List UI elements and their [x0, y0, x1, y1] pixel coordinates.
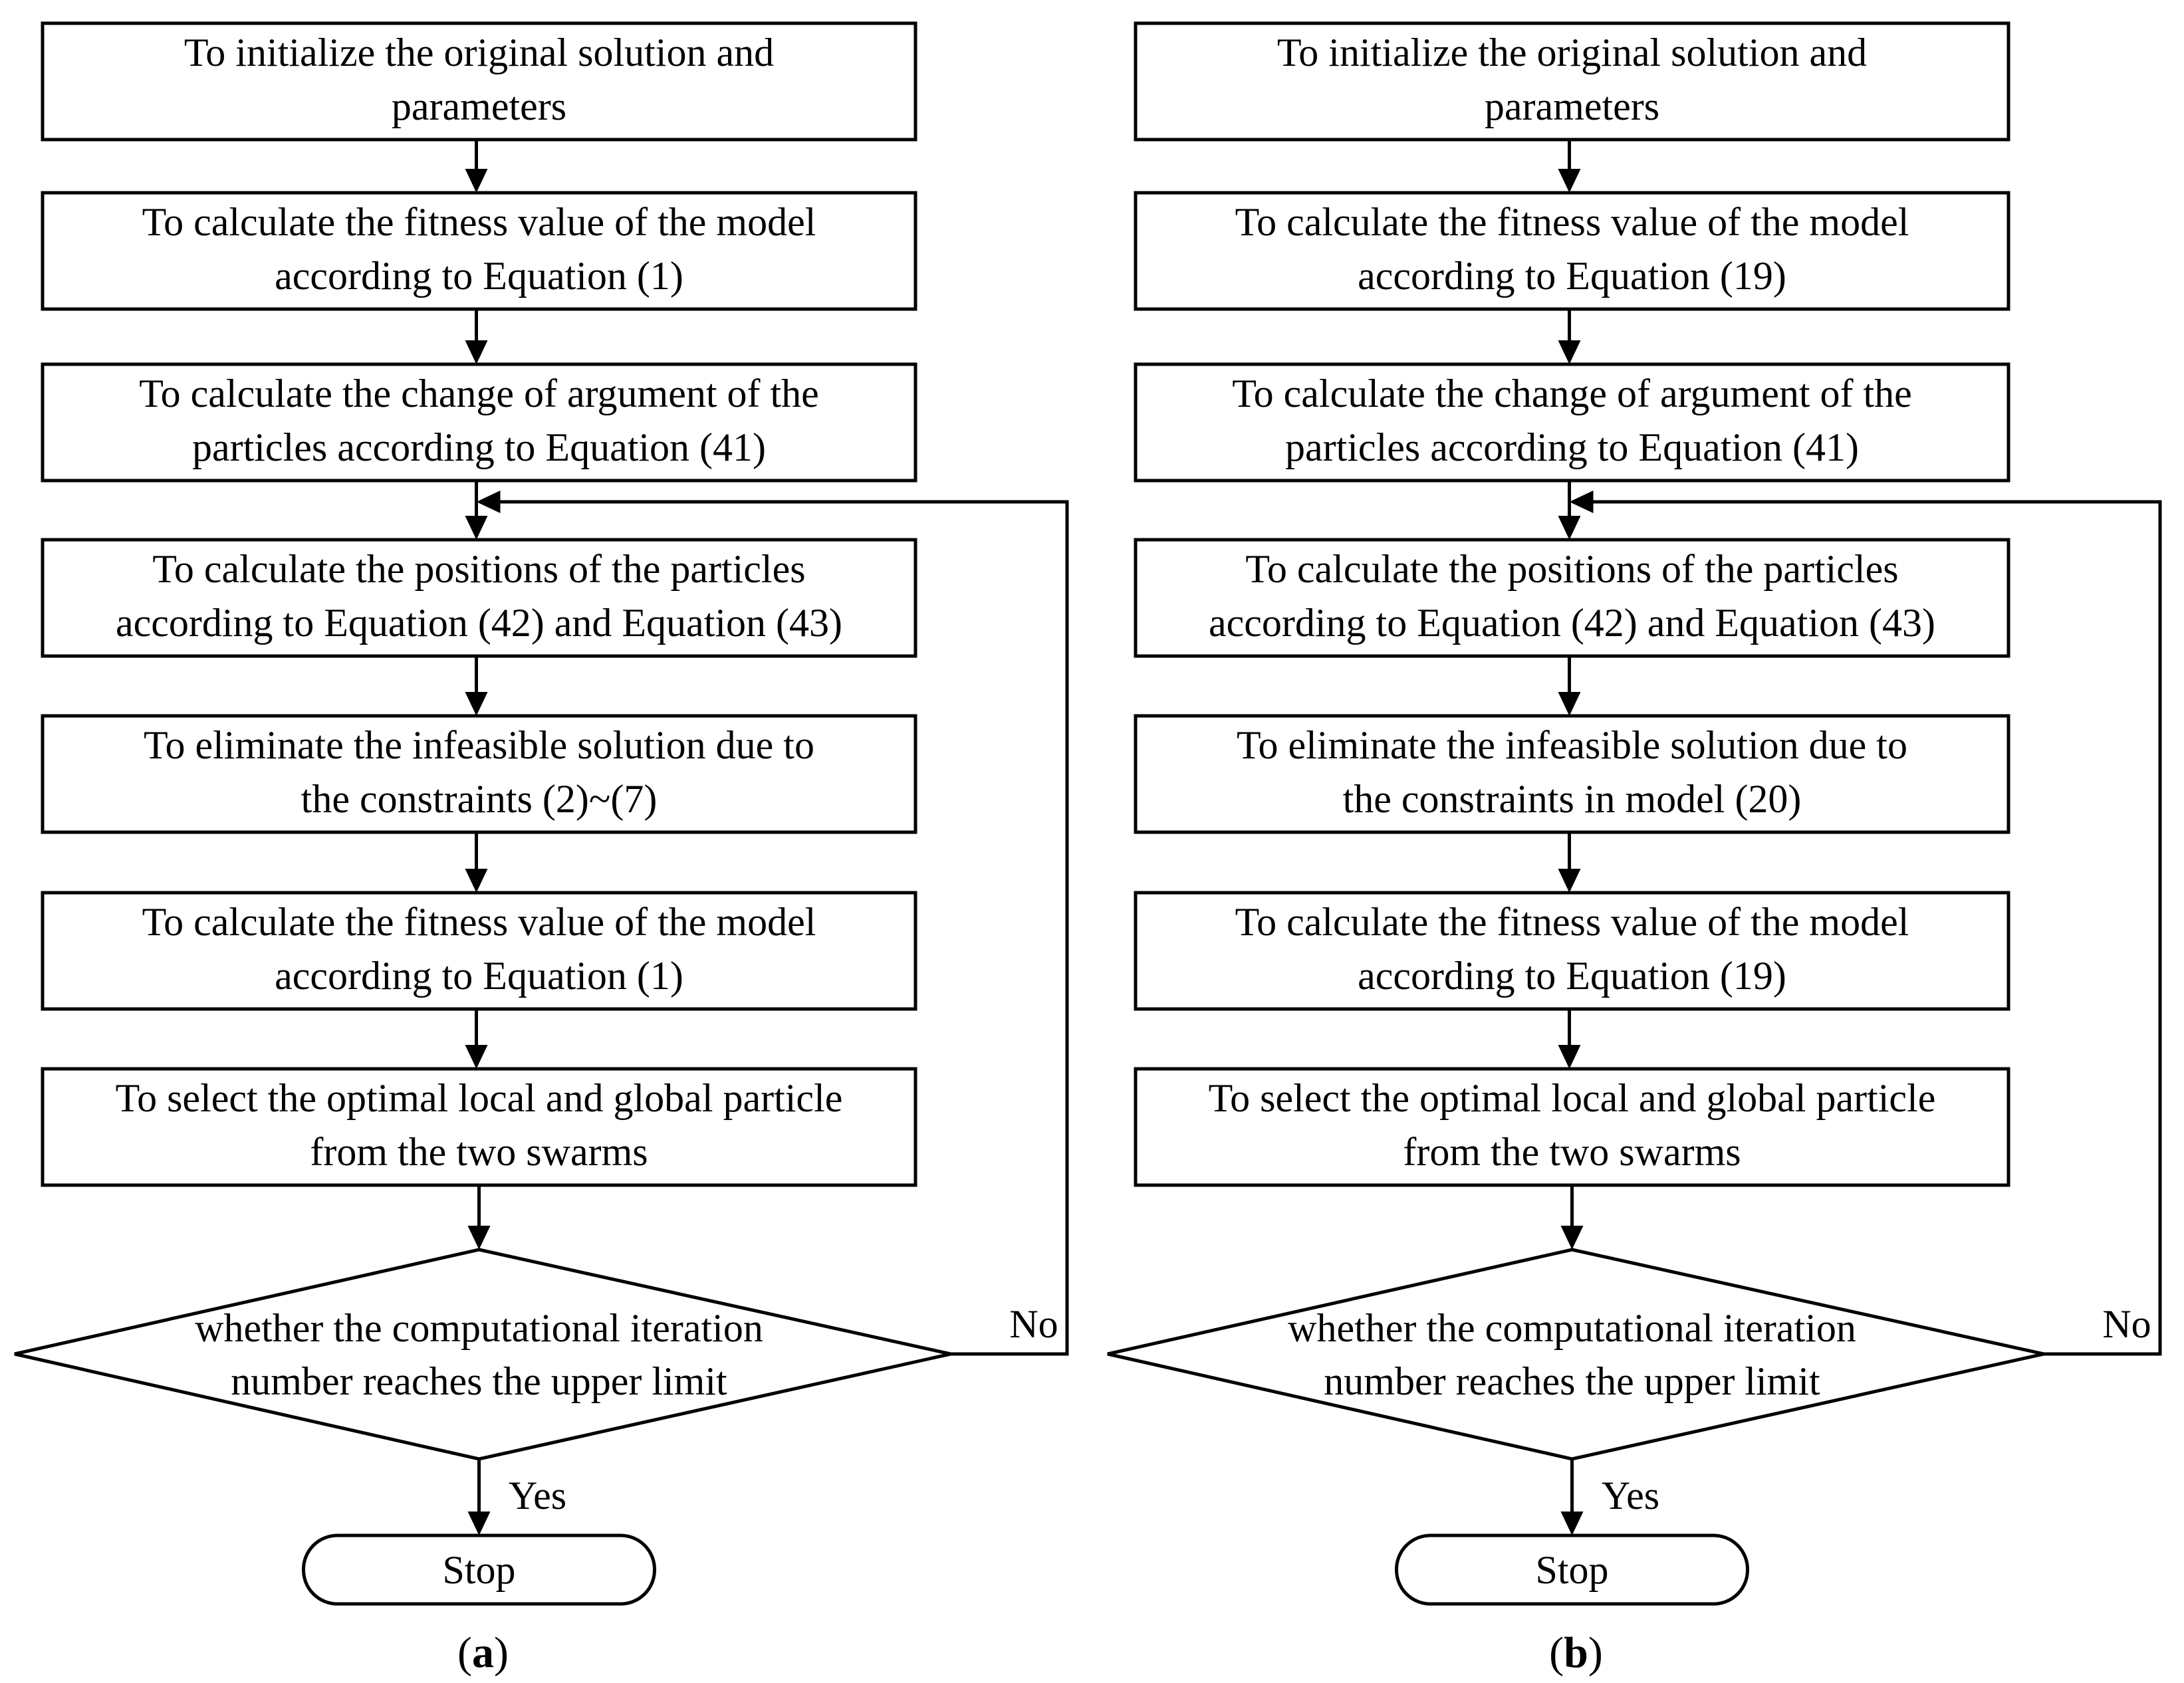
- stop-terminal-a: [302, 1533, 656, 1606]
- process-box-a-3: [41, 362, 917, 483]
- process-text-a-7-line-2: from the two swarms: [310, 1130, 648, 1174]
- decision-text-b-line-1: whether the computational iteration: [1288, 1306, 1856, 1350]
- decision-text-a-line-2: number reaches the upper limit: [231, 1359, 727, 1403]
- process-text-b-7-line-1: To select the optimal local and global p…: [1209, 1076, 1936, 1120]
- process-box-b-7: [1134, 1067, 2010, 1187]
- process-text-a-3-line-1: To calculate the change of argument of t…: [139, 372, 819, 415]
- process-box-a-1: [41, 21, 917, 142]
- process-text-b-3-line-1: To calculate the change of argument of t…: [1232, 372, 1912, 415]
- process-text-b-7-line-2: from the two swarms: [1403, 1130, 1741, 1174]
- process-box-a-6: [41, 891, 917, 1011]
- process-text-a-5-line-2: the constraints (2)~(7): [301, 777, 658, 821]
- process-text-b-5-line-1: To eliminate the infeasible solution due…: [1237, 723, 1907, 767]
- flow-arrow-b-2-head: [1558, 340, 1581, 364]
- process-box-b-2: [1134, 191, 2010, 311]
- no-label-b: No: [2102, 1302, 2151, 1346]
- flow-arrow-a-4-head: [465, 692, 488, 716]
- loop-line-a: [515, 500, 1069, 1356]
- stop-terminal-b: [1395, 1533, 1749, 1606]
- process-text-a-1-line-2: parameters: [392, 84, 566, 128]
- process-text-a-6-line-2: according to Equation (1): [275, 954, 683, 998]
- process-text-a-4-line-2: according to Equation (42) and Equation …: [116, 601, 842, 645]
- process-text-a-4-line-1: To calculate the positions of the partic…: [152, 547, 805, 591]
- process-box-b-3: [1134, 362, 2010, 483]
- flow-arrow-b-4-head: [1558, 692, 1581, 716]
- caption-letter-a: a: [472, 1628, 494, 1677]
- yes-label-a: Yes: [509, 1474, 566, 1517]
- yes-label-b: Yes: [1602, 1474, 1659, 1517]
- process-text-a-3-line-2: particles according to Equation (41): [192, 425, 766, 469]
- flow-arrow-b-5-head: [1558, 869, 1581, 893]
- flow-arrow-a-5-head: [465, 869, 488, 893]
- process-text-a-5-line-1: To eliminate the infeasible solution due…: [144, 723, 814, 767]
- process-box-b-6: [1134, 891, 2010, 1011]
- flow-arrow-a-6-head: [465, 1045, 488, 1069]
- caption-open-paren-b: (: [1549, 1628, 1564, 1677]
- decision-text-a-line-1: whether the computational iteration: [195, 1306, 763, 1350]
- panel-caption-a: (a): [457, 1628, 509, 1677]
- process-text-b-1-line-2: parameters: [1485, 84, 1659, 128]
- stop-text-b: Stop: [1535, 1548, 1608, 1592]
- flow-arrow-b-3-head: [1558, 516, 1581, 540]
- caption-letter-b: b: [1564, 1628, 1588, 1677]
- flow-arrow-b-6-head: [1558, 1045, 1581, 1069]
- loop-arrow-a-head: [476, 491, 501, 513]
- process-text-b-6-line-1: To calculate the fitness value of the mo…: [1235, 900, 1909, 944]
- loop-arrow-b-head: [1569, 491, 1594, 513]
- yes-arrow-b-head: [1560, 1512, 1584, 1535]
- caption-close-paren-a: ): [494, 1628, 509, 1677]
- process-text-b-4-line-2: according to Equation (42) and Equation …: [1209, 601, 1935, 645]
- process-box-b-5: [1134, 714, 2010, 834]
- caption-open-paren-a: (: [457, 1628, 472, 1677]
- flow-arrow-a-1-head: [465, 169, 488, 193]
- process-text-b-6-line-2: according to Equation (19): [1358, 954, 1786, 998]
- panel-caption-b: (b): [1549, 1628, 1603, 1677]
- process-text-a-6-line-1: To calculate the fitness value of the mo…: [142, 900, 816, 944]
- process-box-a-5: [41, 714, 917, 834]
- flow-arrow-a-to-decision-head: [467, 1226, 491, 1250]
- decision-diamond-a: [14, 1248, 951, 1461]
- process-text-a-2-line-1: To calculate the fitness value of the mo…: [142, 200, 816, 244]
- flow-arrow-a-3-head: [465, 516, 488, 540]
- process-text-b-4-line-1: To calculate the positions of the partic…: [1245, 547, 1898, 591]
- process-text-b-2-line-1: To calculate the fitness value of the mo…: [1235, 200, 1909, 244]
- process-text-a-1-line-1: To initialize the original solution and: [184, 31, 774, 74]
- process-text-a-2-line-2: according to Equation (1): [275, 254, 683, 298]
- process-text-b-3-line-2: particles according to Equation (41): [1285, 425, 1859, 469]
- process-box-a-4: [41, 538, 917, 658]
- flow-arrow-b-to-decision-head: [1560, 1226, 1584, 1250]
- decision-text-b-line-2: number reaches the upper limit: [1324, 1359, 1820, 1403]
- flow-arrow-b-1-head: [1558, 169, 1581, 193]
- process-text-a-7-line-1: To select the optimal local and global p…: [116, 1076, 843, 1120]
- yes-arrow-a-head: [467, 1512, 491, 1535]
- process-box-b-4: [1134, 538, 2010, 658]
- no-label-a: No: [1009, 1302, 1058, 1346]
- decision-diamond-b: [1107, 1248, 2044, 1461]
- process-text-b-2-line-2: according to Equation (19): [1358, 254, 1786, 298]
- process-text-b-1-line-1: To initialize the original solution and: [1277, 31, 1867, 74]
- stop-text-a: Stop: [442, 1548, 515, 1592]
- loop-line-b: [1608, 500, 2162, 1356]
- process-box-b-1: [1134, 21, 2010, 142]
- process-text-b-5-line-2: the constraints in model (20): [1343, 777, 1802, 821]
- flow-arrow-a-2-head: [465, 340, 488, 364]
- caption-close-paren-b: ): [1588, 1628, 1603, 1677]
- process-box-a-2: [41, 191, 917, 311]
